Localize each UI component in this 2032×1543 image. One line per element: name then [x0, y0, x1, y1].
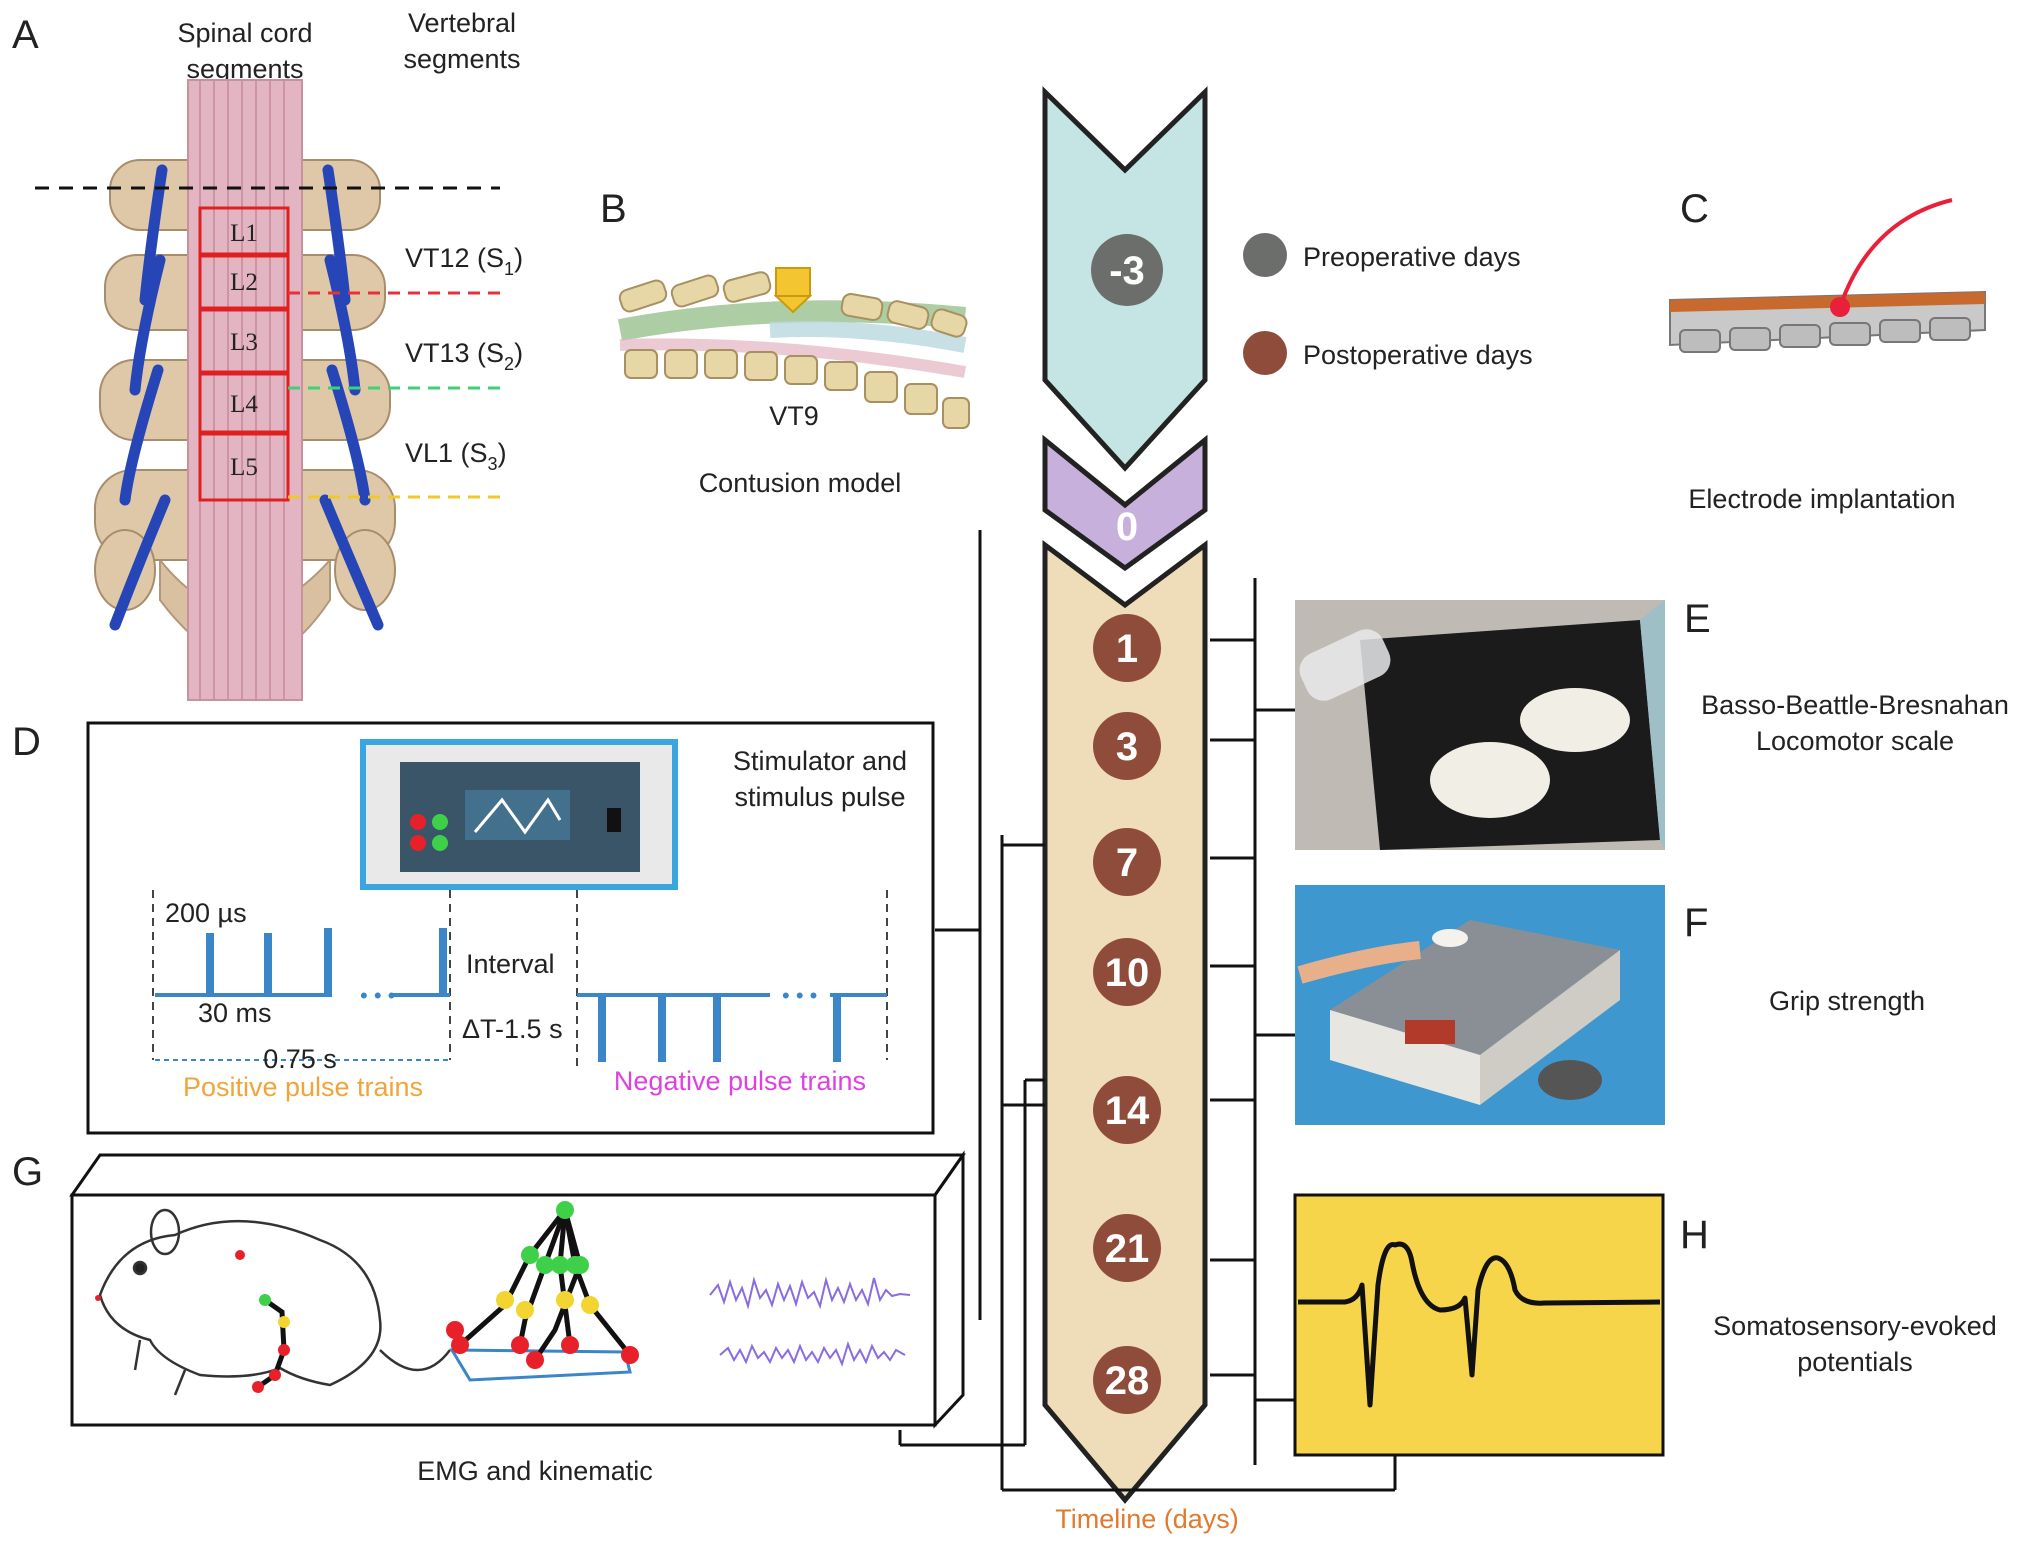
spine-illustration	[94, 79, 396, 701]
segment-box-l3	[198, 308, 290, 374]
negative-trains-label: Negative pulse trains	[614, 1066, 866, 1096]
contusion-model-caption: Contusion model	[699, 468, 902, 498]
panel-f: F Grip strength	[1295, 885, 1925, 1125]
panel-label-c: C	[1680, 187, 1709, 231]
panel-b: B	[600, 187, 970, 498]
pulse-train	[155, 928, 887, 1062]
hindlimb-markers	[252, 1294, 290, 1393]
legend-post-swatch	[1243, 331, 1287, 375]
vertebral-label-vt13: VT13 (S2)	[405, 338, 523, 374]
vertebral-label-vt12: VT12 (S1)	[405, 243, 523, 279]
interval-label: Interval	[466, 949, 555, 979]
legend-pre-swatch	[1243, 233, 1287, 277]
day-label-28: 28	[1105, 1359, 1150, 1403]
bbb-caption-line2: Locomotor scale	[1756, 726, 1954, 756]
segment-box-l5	[198, 432, 290, 502]
segment-label-l2: L2	[230, 269, 258, 296]
panel-label-g: G	[12, 1150, 43, 1194]
vertebral-segments-header-line1: Vertebral	[408, 8, 516, 38]
day-label-surgery: 0	[1116, 505, 1138, 549]
day-circle-pre	[1091, 234, 1163, 306]
panel-label-e: E	[1684, 597, 1711, 641]
segment-box-l2	[198, 254, 290, 310]
segment-label-l4: L4	[230, 391, 258, 418]
delta-t-label: ΔT-1.5 s	[462, 1014, 563, 1044]
pulse-width-label: 200 µs	[165, 898, 247, 928]
contusion-illustration	[617, 267, 970, 429]
electrode-implantation-caption: Electrode implantation	[1688, 484, 1955, 514]
timeline: -3 0 1 3 7 10 14 21 28 Timeline (days)	[1042, 86, 1239, 1534]
timeline-title: Timeline (days)	[1055, 1504, 1239, 1534]
panel-label-h: H	[1680, 1213, 1709, 1257]
day-label-3: 3	[1116, 725, 1138, 769]
segment-box-l1	[198, 206, 290, 256]
postop-arrow	[1042, 540, 1208, 1504]
ssep-caption-line1: Somatosensory-evoked	[1713, 1311, 1997, 1341]
cord-segment-boxes	[198, 206, 290, 502]
grip-strength-caption: Grip strength	[1769, 986, 1925, 1016]
rat-sketch	[95, 1208, 451, 1396]
segment-label-l5: L5	[230, 454, 258, 481]
vt9-label: VT9	[769, 401, 819, 431]
ssep-waveform	[1298, 1241, 1661, 1408]
panel-g: G	[12, 1150, 966, 1486]
bbb-open-field-photo	[1295, 600, 1665, 850]
emg-traces	[709, 1276, 911, 1367]
panel-d: D Stimulator and stimulus pulse	[12, 720, 935, 1135]
segment-label-l1: L1	[230, 220, 258, 247]
panel-label-d: D	[12, 720, 41, 764]
positive-trains-label: Positive pulse trains	[183, 1072, 423, 1102]
stimulator-device	[360, 739, 678, 890]
bbb-caption-line1: Basso-Beattle-Bresnahan	[1701, 690, 2009, 720]
ssep-caption-line2: potentials	[1797, 1347, 1913, 1377]
panel-e: E Basso-Beattle-Bresnahan Locomotor scal…	[1295, 597, 2009, 850]
negative-train-ellipsis: • • •	[782, 983, 817, 1008]
panel-label-f: F	[1684, 901, 1708, 945]
panel-h: H Somatosensory-evoked potentials	[1293, 1193, 1997, 1457]
postop-day-circles	[1093, 614, 1161, 1414]
stick-figure	[446, 1201, 639, 1382]
segment-label-l3: L3	[230, 329, 258, 356]
vertebral-label-vl1: VL1 (S3)	[405, 438, 507, 474]
legend: Preoperative days Postoperative days	[1243, 233, 1533, 375]
train-duration-label: 0.75 s	[263, 1044, 337, 1074]
day-label-7: 7	[1116, 841, 1138, 885]
day-label-10: 10	[1105, 951, 1150, 995]
segment-box-l4	[198, 372, 290, 434]
cord-segments-header-line1: Spinal cord	[177, 18, 312, 48]
ssep-trace-frame	[1293, 1193, 1665, 1457]
grip-strength-photo	[1295, 885, 1665, 1125]
panel-label-a: A	[12, 13, 39, 57]
emg-kinematic-box	[69, 1150, 966, 1429]
day-circle-28	[1093, 1346, 1161, 1414]
day-label-14: 14	[1105, 1089, 1150, 1133]
day-circle-10	[1093, 938, 1161, 1006]
panel-a: A Spinal cord segments Vertebral segment…	[12, 8, 523, 701]
legend-pre-label: Preoperative days	[1303, 242, 1521, 272]
stimulator-frame	[86, 721, 935, 1135]
positive-train-ellipsis: • • •	[360, 983, 395, 1008]
stimulator-caption-line2: stimulus pulse	[734, 782, 905, 812]
surgery-arrow	[1042, 434, 1208, 572]
panel-c: C Electrode implantation	[1669, 187, 1986, 514]
pulse-period-label: 30 ms	[198, 998, 272, 1028]
day-circle-21	[1093, 1214, 1161, 1282]
vertebral-segments-header-line2: segments	[403, 44, 520, 74]
day-label-21: 21	[1105, 1227, 1150, 1271]
day-label-pre: -3	[1109, 249, 1145, 293]
day-label-1: 1	[1116, 627, 1138, 671]
emg-kinematic-caption: EMG and kinematic	[417, 1456, 653, 1486]
day-circle-3	[1093, 712, 1161, 780]
connector-lines	[898, 530, 1397, 1492]
day-circle-14	[1093, 1076, 1161, 1144]
day-circle-1	[1093, 614, 1161, 682]
electrode-illustration	[1669, 198, 1986, 353]
day-circle-7	[1093, 828, 1161, 896]
panel-label-b: B	[600, 187, 627, 231]
stimulator-caption-line1: Stimulator and	[733, 746, 907, 776]
legend-post-label: Postoperative days	[1303, 340, 1533, 370]
